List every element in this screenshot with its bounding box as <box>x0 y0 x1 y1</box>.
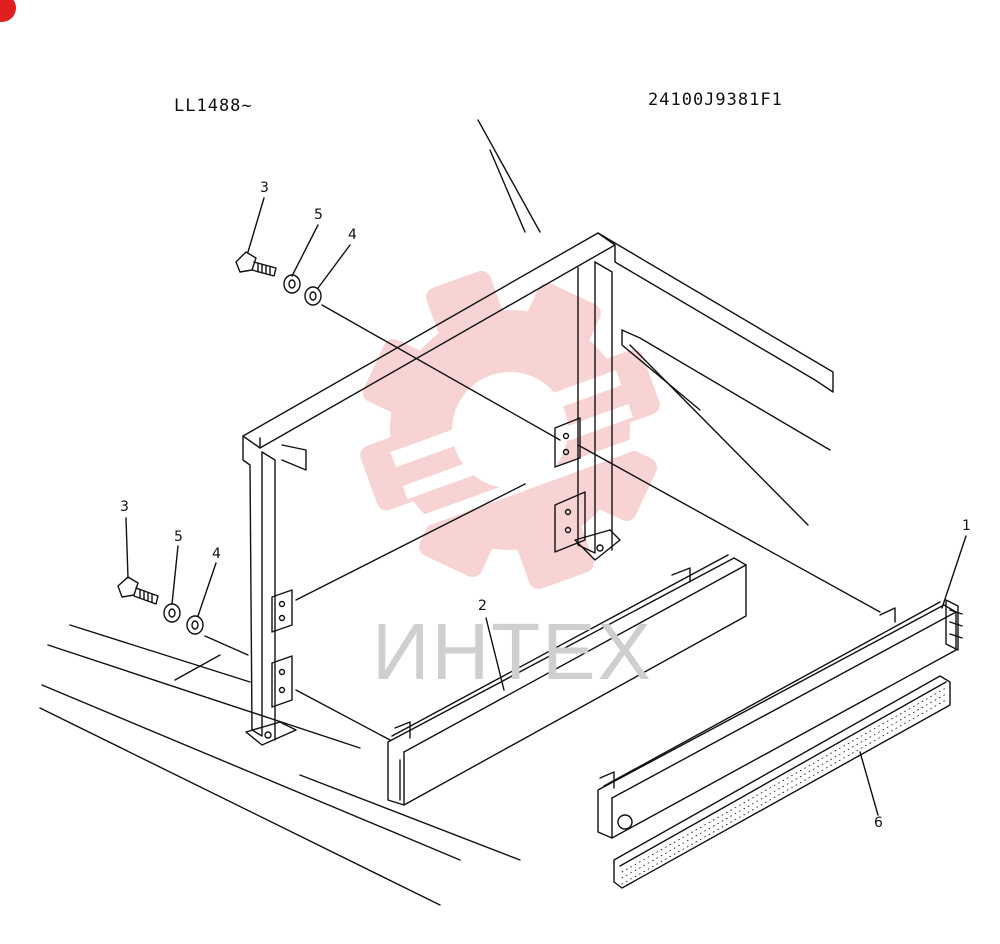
callout-3-top: 3 <box>260 180 269 196</box>
bolt-top-icon <box>235 251 277 277</box>
washer-top-5-icon <box>283 274 301 294</box>
assembly-lines <box>174 304 881 741</box>
callout-5-top: 5 <box>314 207 323 223</box>
watermark-gear-icon <box>360 270 660 590</box>
callout-4-bottom: 4 <box>212 546 221 562</box>
frame-assembly <box>242 232 834 746</box>
bolt-bottom-icon <box>117 576 159 605</box>
callout-4-top: 4 <box>348 227 357 243</box>
channel-part-2 <box>387 554 747 806</box>
washer-top-4-icon <box>304 286 322 306</box>
callout-leaders <box>125 197 967 816</box>
serial-range-label: LL1488~ <box>174 96 253 116</box>
washer-bottom-4-icon <box>186 615 204 635</box>
corner-logo-icon <box>0 0 16 22</box>
channel-part-1 <box>597 599 963 839</box>
callout-5-bottom: 5 <box>174 529 183 545</box>
callout-2: 2 <box>478 598 487 614</box>
floor-lines <box>39 119 541 906</box>
rubber-strip-part-6 <box>613 675 951 889</box>
callout-1: 1 <box>962 518 971 534</box>
callout-6: 6 <box>874 815 883 831</box>
watermark-text: ИНТЕХ <box>372 607 653 696</box>
drawing-number-label: 24100J9381F1 <box>648 90 783 110</box>
washer-bottom-5-icon <box>163 603 181 623</box>
callout-3-bottom: 3 <box>120 499 129 515</box>
